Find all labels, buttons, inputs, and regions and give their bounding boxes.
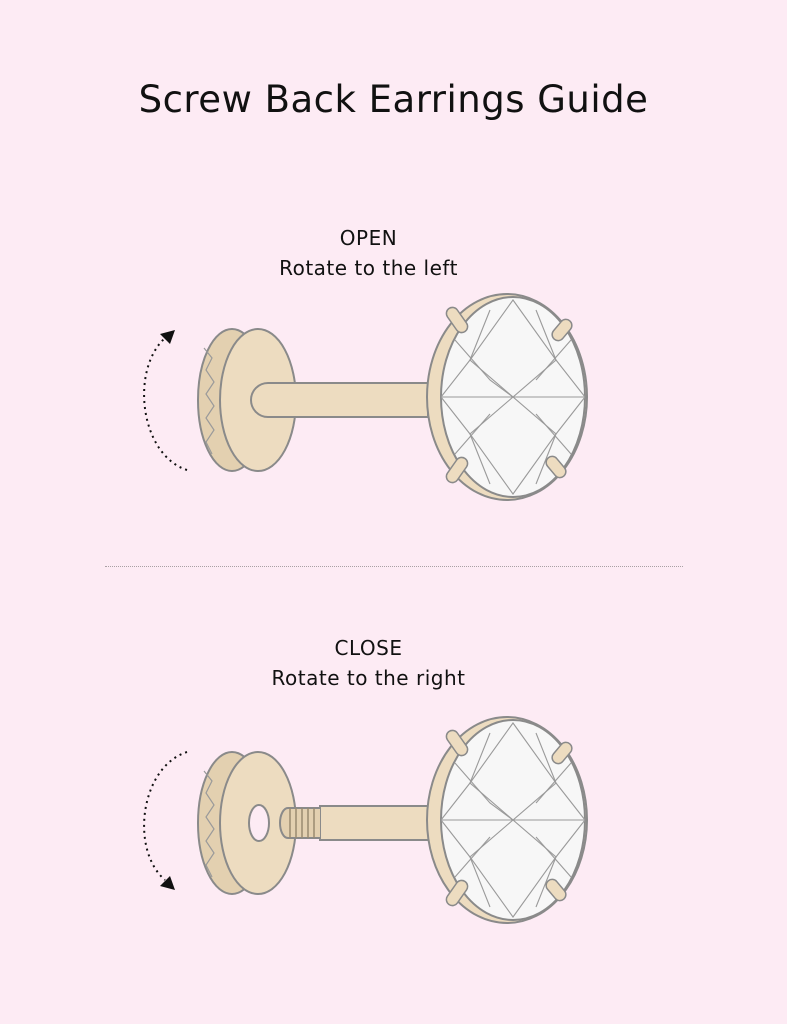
- rotate-left-arrow-icon: [143, 330, 188, 471]
- close-label: CLOSE: [334, 636, 403, 660]
- rotate-right-arrow-icon: [143, 751, 188, 890]
- close-earring-illustration: [143, 716, 588, 924]
- earring-back-disc: [197, 751, 297, 895]
- close-section-heading: CLOSE Rotate to the right: [0, 633, 737, 693]
- section-divider: [105, 566, 683, 567]
- open-section-heading: OPEN Rotate to the left: [0, 223, 737, 283]
- earring-post: [250, 382, 429, 418]
- earring-threaded-post: [279, 805, 431, 841]
- open-instruction: Rotate to the left: [279, 256, 458, 280]
- open-earring-illustration: [143, 293, 588, 501]
- page-title: Screw Back Earrings Guide: [138, 78, 649, 121]
- earring-gem: [426, 293, 588, 501]
- close-instruction: Rotate to the right: [271, 666, 466, 690]
- open-label: OPEN: [339, 226, 398, 250]
- earring-gem: [426, 716, 588, 924]
